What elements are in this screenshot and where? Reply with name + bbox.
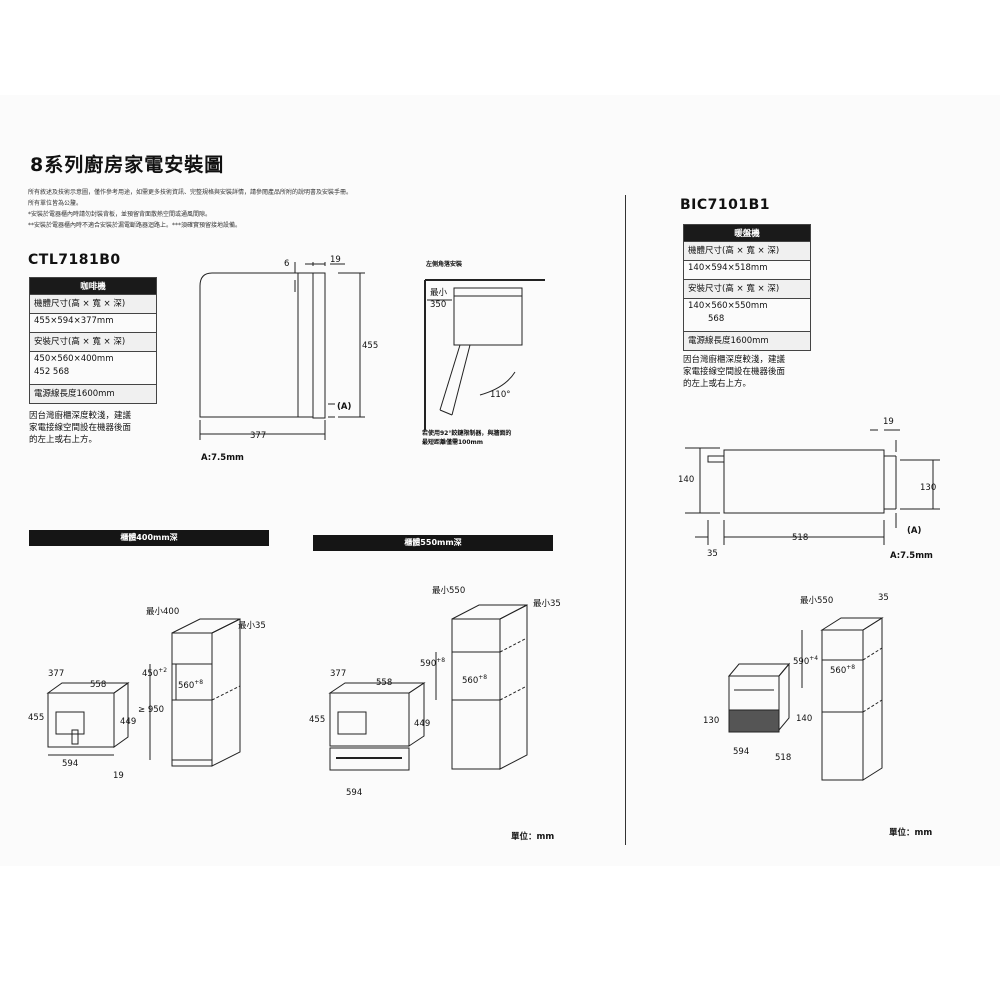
coffee-side-view	[199, 262, 365, 440]
bottom-margin	[0, 866, 1000, 1000]
coffee-model-name: CTL7181B0	[28, 252, 121, 268]
coffee-table-head: 咖啡機	[29, 277, 157, 295]
coffee-spec-table: 咖啡機 機體尺寸(高 × 寬 × 深) 455×594×377mm 安裝尺寸(高…	[29, 277, 157, 404]
d35: 35	[878, 593, 889, 603]
w594: 594	[62, 759, 78, 769]
note-line: 所有單位皆為公釐。	[28, 200, 83, 207]
h449: 449	[414, 719, 430, 729]
coffee-explanation: 因台灣廚櫃深度較淺，建議 家電接線空間設在機器後面 的左上或右上方。	[29, 410, 131, 446]
note-line: *安裝於電器櫃內時請勿封裝背板，並預留背面散熱空間或通風間隙。	[28, 211, 212, 218]
h450: 450+2	[142, 667, 167, 679]
drawer-explain-line: 的左上或右上方。	[683, 379, 752, 389]
d19: 19	[113, 771, 124, 781]
drawer-explain-line: 家電接線空間設在機器後面	[683, 367, 786, 377]
dim-6: 6	[284, 259, 289, 269]
dim-455: 455	[362, 341, 378, 351]
w518: 518	[775, 753, 791, 763]
dim-19: 19	[330, 255, 341, 265]
min35: 最小35	[238, 620, 266, 631]
unit-note-left: 單位：mm	[511, 832, 555, 842]
note-a: A:7.5mm	[201, 453, 244, 463]
door-angle: 110°	[490, 390, 510, 400]
h590: 590+4	[793, 655, 818, 667]
drawer-explain-line: 因台灣廚櫃深度較淺，建議	[683, 355, 786, 365]
depth-400-bar: 櫃體400mm深	[29, 530, 269, 546]
mark-a: (A)	[907, 526, 921, 536]
coffee-install-cell: 450×560×400mm 452 568	[29, 351, 157, 385]
drawer-cord: 電源線長度1600mm	[683, 331, 811, 351]
min550: 最小550	[800, 595, 833, 606]
w377: 377	[330, 669, 346, 679]
dim-130: 130	[920, 483, 936, 493]
h590: 590+8	[420, 657, 445, 669]
h455: 455	[28, 713, 44, 723]
h449: 449	[120, 717, 136, 727]
dim-377: 377	[250, 431, 266, 441]
drawer-table-head: 暖盤機	[683, 224, 811, 242]
drawer-side-labels: 19 140 130 35 518 (A) A:7.5mm	[678, 417, 936, 561]
h140: 140	[796, 714, 812, 724]
min550: 最小550	[432, 585, 465, 596]
door-min: 最小	[430, 287, 448, 298]
coffee-cord: 電源線長度1600mm	[29, 384, 157, 404]
w594: 594	[733, 747, 749, 757]
min35: 最小35	[533, 598, 561, 609]
door-hinge-view	[424, 279, 545, 430]
dim-140: 140	[678, 475, 694, 485]
drawer-install-labels: 最小550 35 590+4 560+8 130 140 594 518	[703, 593, 889, 763]
door-350: 350	[430, 300, 446, 310]
drawer-install-value: 140×560×550mm	[688, 301, 768, 311]
install-550-drawing	[328, 604, 528, 771]
drawer-install-sub: 568	[708, 314, 725, 324]
install-drawer-drawing	[727, 617, 884, 781]
w558: 558	[90, 680, 106, 690]
note-line: 所有敘述及技術示意圖，僅作參考用途，如需更多技術資訊、完整規格與安裝詳情，請參閱…	[28, 189, 353, 196]
h950: ≥ 950	[138, 705, 164, 715]
mark-a: (A)	[337, 402, 351, 412]
page-title: 8系列廚房家電安裝圖	[30, 154, 225, 176]
door-title: 左側角落安裝	[425, 260, 463, 268]
dim-518: 518	[792, 533, 808, 543]
w560: 560+8	[462, 674, 487, 686]
w377: 377	[48, 669, 64, 679]
coffee-install-label: 安裝尺寸(高 × 寬 × 深)	[29, 332, 157, 352]
coffee-install-sub: 452 568	[34, 367, 70, 377]
drawer-side-view	[685, 429, 940, 545]
door-labels: 左側角落安裝 最小 350 110° 若使用92°鉸鏈限制器，與牆面的 最短距離…	[422, 260, 511, 446]
w594: 594	[346, 788, 362, 798]
section-divider	[625, 195, 626, 845]
w560: 560+8	[830, 664, 855, 676]
depth-550-bar: 櫃體550mm深	[313, 535, 553, 551]
install-400-labels: 377 558 455 449 594 19 最小400 最小35 450+2 …	[28, 606, 266, 781]
coffee-explain-line: 家電接線空間設在機器後面	[29, 423, 132, 433]
w558: 558	[376, 678, 392, 688]
drawer-model-name: BIC7101B1	[680, 197, 771, 213]
coffee-side-labels: 6 19 455 377 (A) A:7.5mm	[201, 255, 378, 463]
h455: 455	[309, 715, 325, 725]
coffee-explain-line: 的左上或右上方。	[29, 435, 98, 445]
notes: 所有敘述及技術示意圖，僅作參考用途，如需更多技術資訊、完整規格與安裝詳情，請參閱…	[28, 187, 588, 231]
coffee-explain-line: 因台灣廚櫃深度較淺，建議	[29, 411, 132, 421]
install-400-drawing	[46, 618, 241, 767]
w560: 560+8	[178, 679, 203, 691]
note-a: A:7.5mm	[890, 551, 933, 561]
min400: 最小400	[146, 606, 179, 617]
drawer-install-label: 安裝尺寸(高 × 寬 × 深)	[683, 279, 811, 299]
unit-note-right: 單位：mm	[889, 828, 933, 838]
drawer-spec-table: 暖盤機 機體尺寸(高 × 寬 × 深) 140×594×518mm 安裝尺寸(高…	[683, 224, 811, 351]
door-note-1: 若使用92°鉸鏈限制器，與牆面的	[422, 429, 511, 437]
note-line: **安裝於電器櫃內時不適合安裝於漏電斷路器迴路上。***須確實預留接地設備。	[28, 222, 242, 229]
install-550-labels: 377 558 455 449 594 最小550 最小35 590+8 560…	[309, 585, 561, 798]
dim-19: 19	[883, 417, 894, 427]
drawer-explanation: 因台灣廚櫃深度較淺，建議 家電接線空間設在機器後面 的左上或右上方。	[683, 354, 785, 390]
h130: 130	[703, 716, 719, 726]
dim-35: 35	[707, 549, 718, 559]
coffee-install-value: 450×560×400mm	[34, 354, 114, 364]
door-note-2: 最短距離僅需100mm	[422, 438, 483, 446]
drawer-size-label: 機體尺寸(高 × 寬 × 深)	[683, 241, 811, 261]
